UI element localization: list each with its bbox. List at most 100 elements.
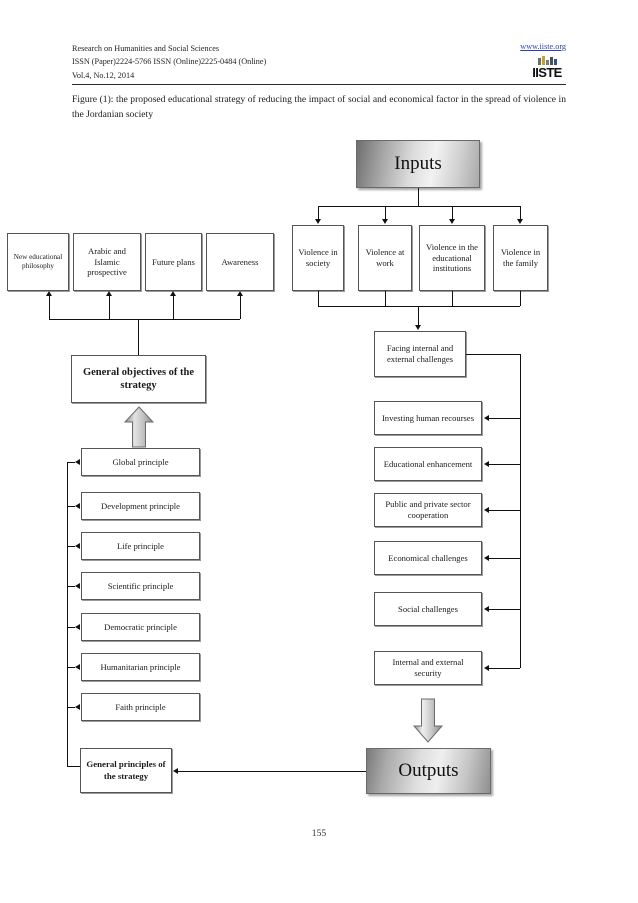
principle-box-scientific[interactable]: Scientific principle: [81, 572, 200, 600]
inputs-stem-line: [418, 188, 419, 206]
principle-box-humanitarian[interactable]: Humanitarian principle: [81, 653, 200, 681]
inputs-arrow-2-icon: [381, 219, 388, 224]
principle-box-faith-label: Faith principle: [115, 701, 166, 712]
violence-riser-3: [452, 291, 453, 306]
inputs-drop-2: [385, 206, 386, 220]
challenge-box-social-label: Social challenges: [398, 603, 458, 614]
general-principles-box[interactable]: General principles of the strategy: [80, 748, 172, 793]
challenge-box-economical[interactable]: Economical challenges: [374, 541, 482, 575]
principle-box-democratic-label: Democratic principle: [104, 621, 177, 632]
principle-box-democratic[interactable]: Democratic principle: [81, 613, 200, 641]
principles-arrow-development-icon: [74, 502, 80, 509]
objective-arrow-4-icon: [236, 291, 243, 296]
violence-box-work-label: Violence at work: [365, 247, 405, 268]
challenges-arrow-investing-icon: [483, 414, 489, 421]
principles-feed-development: [67, 506, 75, 507]
outputs-block-arrow-down-icon: [412, 697, 444, 744]
objective-riser-2: [109, 296, 110, 319]
journal-title: Research on Humanities and Social Scienc…: [72, 44, 220, 53]
objective-source-awareness[interactable]: Awareness: [206, 233, 274, 291]
challenges-feed-cooperation: [489, 510, 520, 511]
outputs-to-principles-line: [178, 771, 366, 772]
challenge-box-security[interactable]: Internal and external security: [374, 651, 482, 685]
violence-merge-bus: [318, 306, 520, 307]
objective-arrow-1-icon: [45, 291, 52, 296]
violence-box-family-label: Violence in the family: [500, 247, 541, 268]
challenges-feed-investing: [489, 418, 520, 419]
principle-box-global[interactable]: Global principle: [81, 448, 200, 476]
principle-box-development[interactable]: Development principle: [81, 492, 200, 520]
principles-feed-faith: [67, 707, 75, 708]
challenges-arrow-social-icon: [483, 605, 489, 612]
violence-box-society[interactable]: Violence in society: [292, 225, 344, 291]
iiste-logo-text: IISTE: [532, 65, 562, 80]
inputs-label: Inputs: [394, 153, 442, 174]
page-header: Research on Humanities and Social Scienc…: [72, 42, 566, 82]
violence-merge-stem: [418, 306, 419, 326]
principle-box-life-label: Life principle: [116, 540, 164, 551]
objective-source-future-plans-label: Future plans: [152, 256, 195, 267]
principles-arrow-faith-icon: [74, 703, 80, 710]
challenge-box-education-label: Educational enhancement: [383, 458, 473, 469]
challenges-arrow-security-icon: [483, 664, 489, 671]
objective-fanout-stem: [138, 319, 139, 355]
challenge-box-cooperation-label: Public and private sector cooperation: [385, 499, 471, 520]
challenge-box-facing[interactable]: Facing internal and external challenges: [374, 331, 466, 377]
challenge-box-cooperation[interactable]: Public and private sector cooperation: [374, 493, 482, 527]
inputs-drop-1: [318, 206, 319, 220]
violence-box-work[interactable]: Violence at work: [358, 225, 412, 291]
principles-arrow-life-icon: [74, 542, 80, 549]
principle-box-life[interactable]: Life principle: [81, 532, 200, 560]
objective-source-future-plans[interactable]: Future plans: [145, 233, 202, 291]
general-objectives-box[interactable]: General objectives of the strategy: [71, 355, 206, 403]
inputs-arrow-3-icon: [448, 219, 455, 224]
challenge-box-investing-label: Investing human recourses: [381, 412, 475, 423]
challenge-box-facing-label: Facing internal and external challenges: [386, 343, 454, 364]
logo-bars-icon: [530, 56, 564, 65]
challenges-spine-top: [466, 354, 520, 355]
principles-arrow-democratic-icon: [74, 623, 80, 630]
objective-arrow-2-icon: [105, 291, 112, 296]
principles-spine-to-general: [67, 766, 81, 767]
violence-riser-4: [520, 291, 521, 306]
principles-feed-life: [67, 546, 75, 547]
principles-arrow-global-icon: [74, 458, 80, 465]
figure-caption: Figure (1): the proposed educational str…: [72, 94, 566, 120]
challenge-box-education[interactable]: Educational enhancement: [374, 447, 482, 481]
header-divider: [72, 84, 566, 85]
objective-source-philosophy-label: New educational philosophy: [13, 252, 63, 270]
outputs-banner: Outputs: [366, 748, 491, 794]
challenges-entry-arrow-icon: [414, 325, 421, 330]
inputs-bus-line: [318, 206, 520, 207]
challenge-box-investing[interactable]: Investing human recourses: [374, 401, 482, 435]
violence-box-education[interactable]: Violence in the educational institutions: [419, 225, 485, 291]
principle-box-faith[interactable]: Faith principle: [81, 693, 200, 721]
principles-feed-democratic: [67, 627, 75, 628]
general-principles-label: General principles of the strategy: [86, 759, 166, 781]
violence-riser-1: [318, 291, 319, 306]
objective-source-philosophy[interactable]: New educational philosophy: [7, 233, 69, 291]
principles-spine-vertical: [67, 462, 68, 766]
principle-box-global-label: Global principle: [112, 456, 169, 467]
journal-website-link[interactable]: www.iiste.org: [520, 42, 566, 51]
principle-box-humanitarian-label: Humanitarian principle: [100, 661, 181, 672]
challenges-feed-economical: [489, 558, 520, 559]
general-objectives-label: General objectives of the strategy: [82, 366, 195, 391]
iiste-logo: IISTE: [530, 56, 564, 82]
objective-source-prospective[interactable]: Arabic and Islamic prospective: [73, 233, 141, 291]
objective-riser-4: [240, 296, 241, 319]
challenge-box-social[interactable]: Social challenges: [374, 592, 482, 626]
challenge-box-economical-label: Economical challenges: [388, 552, 468, 563]
inputs-arrow-1-icon: [314, 219, 321, 224]
challenges-spine-vertical: [520, 354, 521, 668]
challenges-arrow-economical-icon: [483, 554, 489, 561]
inputs-drop-3: [452, 206, 453, 220]
page-number: 155: [311, 828, 327, 839]
principles-feed-scientific: [67, 586, 75, 587]
violence-box-family[interactable]: Violence in the family: [493, 225, 548, 291]
objective-source-prospective-label: Arabic and Islamic prospective: [87, 245, 127, 278]
challenges-feed-education: [489, 464, 520, 465]
outputs-to-principles-arrow-icon: [172, 767, 178, 774]
challenge-box-security-label: Internal and external security: [392, 657, 464, 678]
challenges-feed-social: [489, 609, 520, 610]
